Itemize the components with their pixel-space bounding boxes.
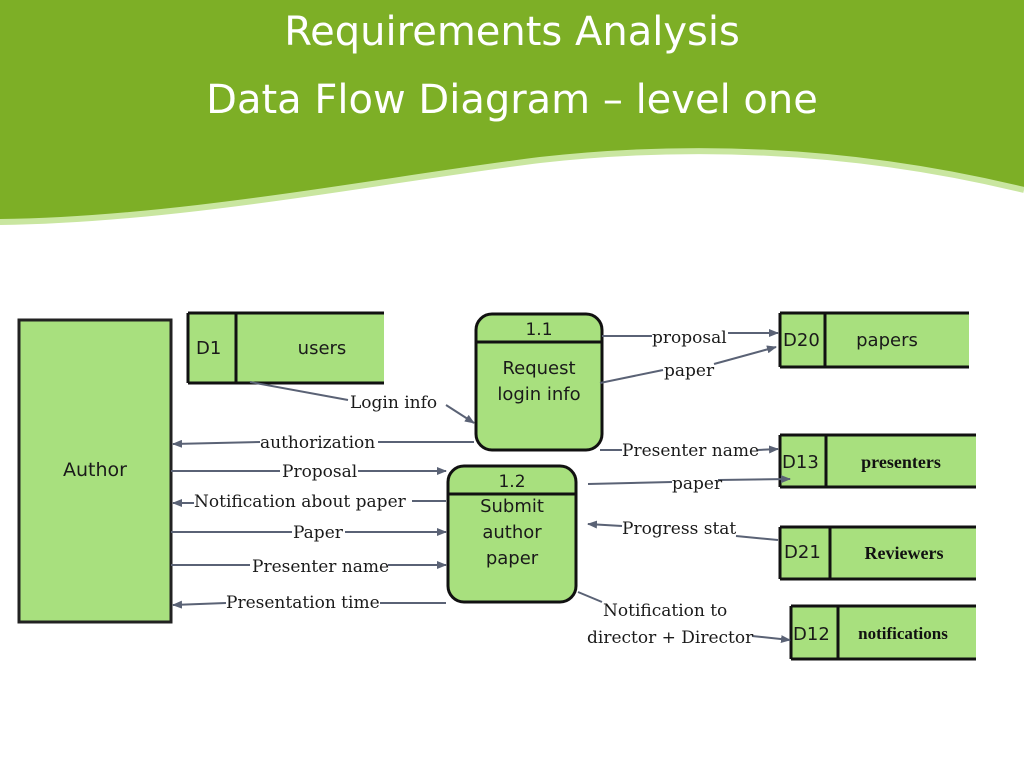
flow-paper-label: Paper [293, 523, 344, 543]
flow-paper-d20-label: paper [664, 361, 715, 381]
flow-notification-about-paper-arrow [173, 501, 446, 503]
store-d13-id: D13 [782, 452, 819, 473]
store-d1: D1 users [186, 311, 384, 385]
store-d13-name: presenters [861, 452, 941, 472]
flow-notification-director-label-line1: Notification to [603, 601, 727, 621]
flow-presentation-time-label: Presentation time [226, 593, 380, 613]
store-d20: D20 papers [778, 311, 969, 369]
process-1-2: 1.2 Submit author paper [446, 464, 578, 604]
store-d12: D12 notifications [789, 604, 976, 661]
process-1-2-label-line3: paper [486, 548, 539, 569]
flow-notification-director-label-line2: director + Director [587, 628, 754, 648]
flow-progress-stat-label: Progress stat [622, 519, 736, 539]
flow-notification-about-paper-label: Notification about paper [194, 492, 407, 512]
process-1-1: 1.1 Request login info [474, 312, 604, 452]
header-band [0, 0, 1024, 225]
store-d20-id: D20 [783, 330, 820, 351]
flow-authorization-label: authorization [260, 433, 375, 453]
store-d20-name: papers [856, 330, 918, 351]
process-1-1-label-line1: Request [502, 358, 575, 379]
process-1-2-id: 1.2 [498, 472, 525, 492]
process-1-2-label-line1: Submit [480, 496, 544, 517]
flow-paper-d13-label: paper [672, 474, 723, 494]
flow-presentation-time-arrow [173, 603, 446, 605]
header-band-shape [0, 0, 1024, 222]
flow-proposal-label: Proposal [282, 462, 357, 482]
store-d21-id: D21 [784, 542, 821, 563]
flow-presenter-name-d13-label: Presenter name [622, 441, 759, 461]
flow-presenter-name-label: Presenter name [252, 557, 389, 577]
flow-login-info-label: Login info [350, 393, 437, 413]
entity-author: Author [17, 318, 173, 624]
slide-title-line2: Data Flow Diagram – level one [206, 77, 818, 123]
process-1-1-id: 1.1 [525, 320, 552, 340]
process-1-2-label-line2: author [482, 522, 542, 543]
header-band-edge [0, 148, 1024, 225]
process-1-1-label-line2: login info [497, 384, 580, 405]
store-d12-id: D12 [793, 624, 830, 645]
flow-proposal-d20-arrow [602, 333, 778, 336]
store-d21-name: Reviewers [865, 543, 944, 563]
store-d21: D21 Reviewers [778, 525, 976, 581]
flow-login-info-arrow [249, 381, 474, 423]
flow-progress-stat-arrow [588, 524, 779, 541]
store-d1-id: D1 [196, 338, 221, 359]
store-d12-name: notifications [858, 624, 948, 643]
entity-author-label: Author [63, 459, 127, 481]
flow-proposal-d20-label: proposal [652, 328, 727, 348]
flow-authorization-arrow [173, 442, 474, 444]
flow-paper-d13-arrow [587, 479, 790, 484]
flow-presenter-name-d13-arrow [600, 449, 778, 450]
flow-paper-d20-arrow [599, 347, 776, 384]
flow-notification-director-arrow [577, 591, 790, 640]
store-d1-name: users [298, 338, 347, 359]
store-d13: D13 presenters [778, 433, 976, 489]
slide-title-line1: Requirements Analysis [284, 9, 740, 55]
